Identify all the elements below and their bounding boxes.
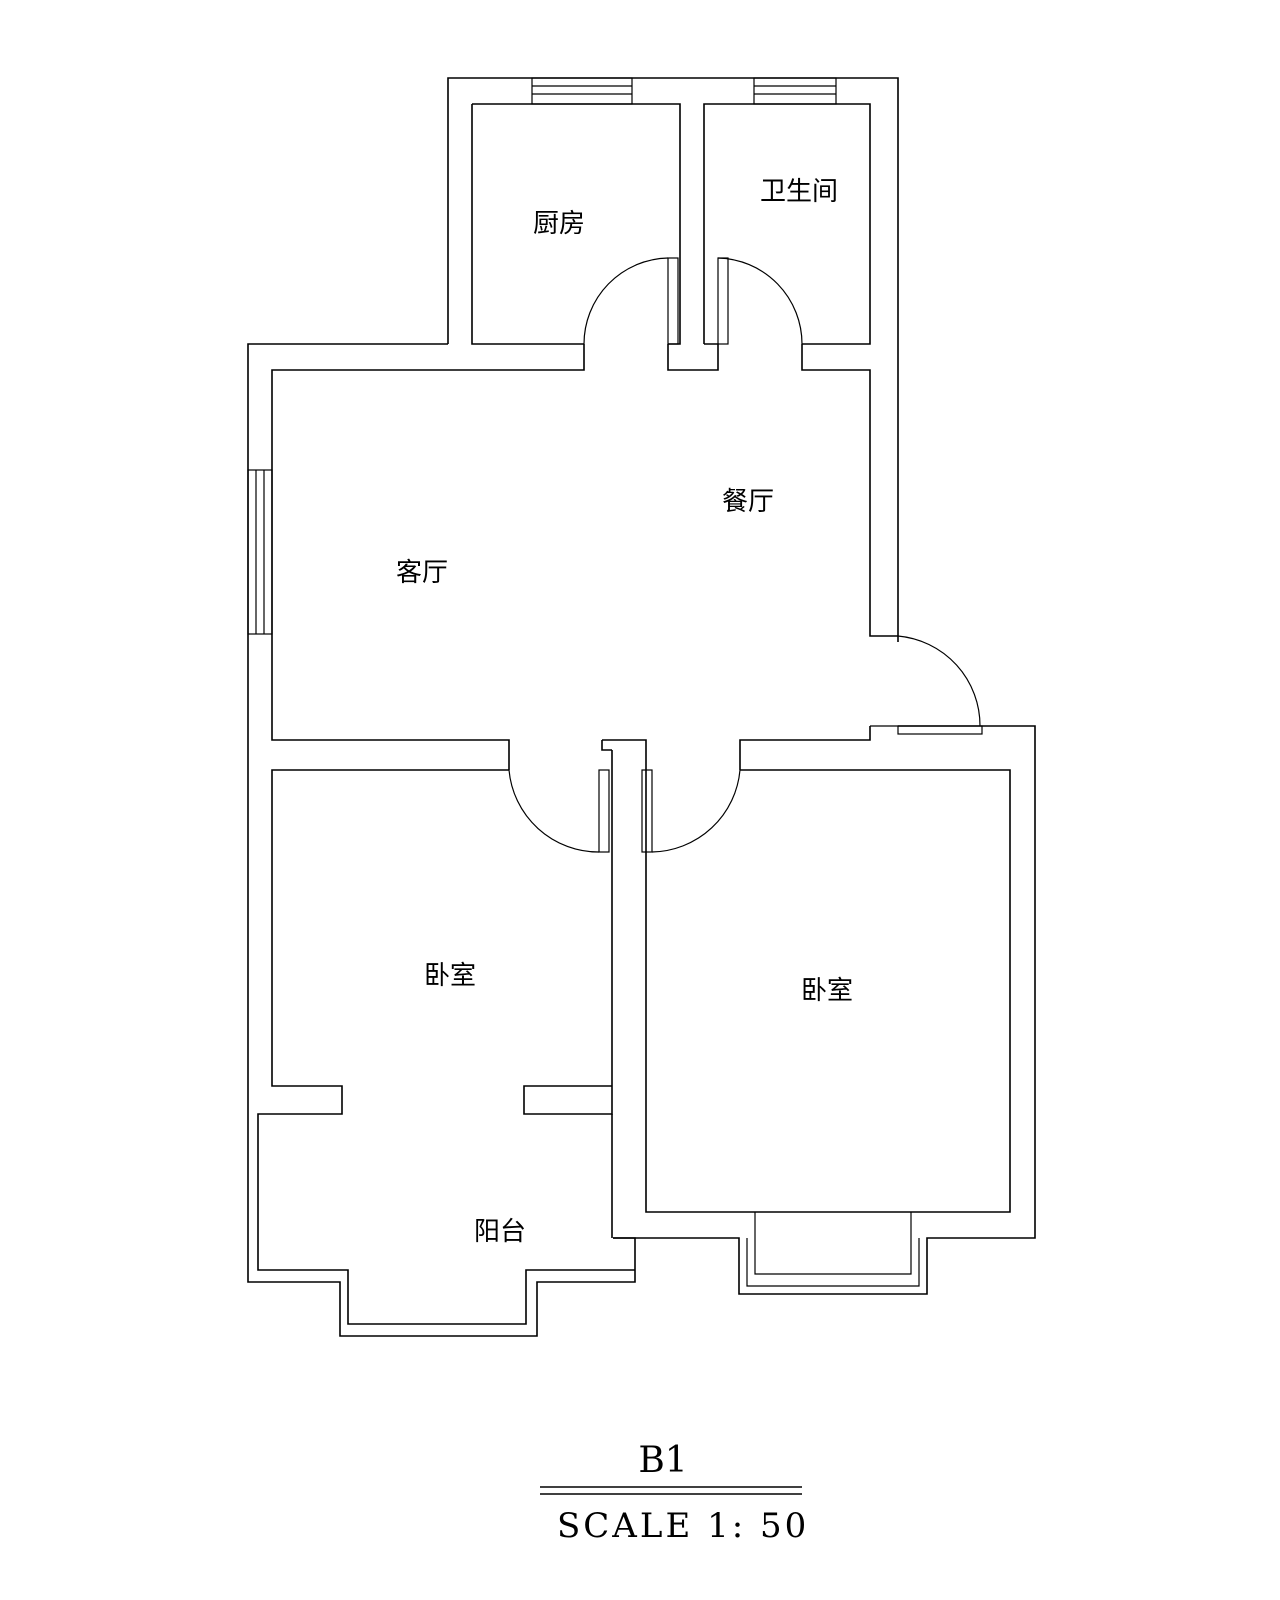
windows	[247, 77, 837, 635]
bedroom-right-label: 卧室	[801, 976, 853, 1006]
bathroom-window	[753, 77, 837, 105]
living-window	[247, 469, 273, 635]
balcony-label: 阳台	[474, 1217, 526, 1247]
bathroom-label: 卫生间	[760, 177, 838, 207]
plan-title: B1	[638, 1440, 687, 1481]
plan-scale: SCALE 1: 50	[557, 1506, 809, 1546]
kitchen-label: 厨房	[533, 209, 585, 239]
bedroom-left-label: 卧室	[424, 961, 476, 991]
living-label: 客厅	[396, 558, 448, 588]
dining-label: 餐厅	[722, 487, 774, 517]
kitchen-window	[531, 77, 633, 105]
outer-walls	[247, 77, 1036, 1337]
inner-walls	[257, 103, 1011, 1325]
doors	[508, 257, 981, 853]
